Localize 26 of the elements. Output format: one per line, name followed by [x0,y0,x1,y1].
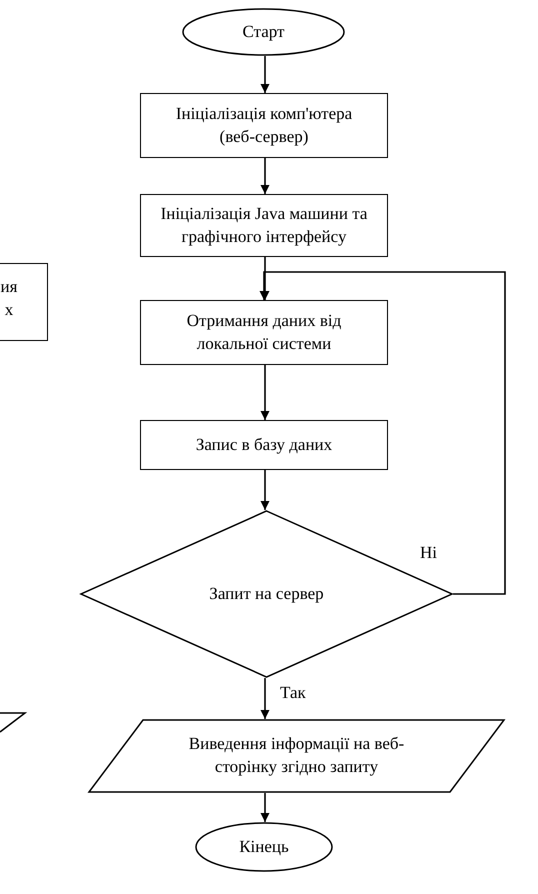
node-label: Ініціалізація комп'ютера (веб-сервер) [174,102,354,148]
process-box [0,263,48,341]
node-label: Запис в базу даних [196,434,332,456]
arrow [260,271,506,595]
arrow [260,470,270,510]
arrow [260,365,270,420]
node-label: Ініціалізація Java машини та графічного інтерфейсу [160,202,368,248]
node-label: Запит на сервер [209,582,324,605]
process-box [140,420,388,470]
arrow [260,56,270,93]
arrow [260,158,270,194]
arrow [260,678,270,719]
io-parallelogram [88,719,505,793]
process-box [140,93,388,158]
arrow [260,793,270,822]
start-terminal [182,8,345,56]
node-label: ия х [0,276,18,321]
decision-diamond [80,510,453,678]
end-terminal [195,822,333,872]
io-parallelogram [0,712,26,734]
process-box [140,300,388,365]
node-label: Старт [242,20,284,43]
process-box [140,194,388,257]
node-label: Отримання даних від локальної системи [186,310,342,354]
node-label: Виведення інформації на веб-сторінку згідно запиту [188,733,406,778]
node-label: Кінець [239,836,289,858]
